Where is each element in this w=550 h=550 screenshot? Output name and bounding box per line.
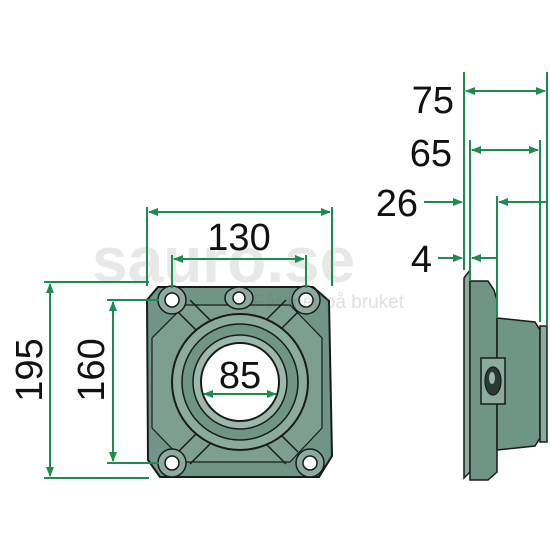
grease-nipple-icon xyxy=(224,286,254,310)
bore-label: 85 xyxy=(219,355,261,397)
side-view xyxy=(463,267,548,481)
watermark-tagline: Får mer på bruket xyxy=(253,292,405,313)
side-port-icon xyxy=(480,357,506,405)
front-view xyxy=(145,285,334,478)
bore-hole xyxy=(200,342,280,422)
bolt-hole-bottom-left xyxy=(157,448,187,478)
height-label: 195 xyxy=(9,338,51,401)
width-label: 130 xyxy=(207,217,270,259)
bolt-hole-top-left xyxy=(157,285,187,315)
watermark: sauro.se Får mer på bruket xyxy=(92,224,405,313)
bolt-spacing-label: 160 xyxy=(71,338,113,401)
bolt-hole-bottom-right xyxy=(295,448,325,478)
side-collar xyxy=(539,325,548,443)
dimension-lines xyxy=(44,72,548,479)
total-depth-label: 75 xyxy=(412,80,454,122)
bolt-hole-top-right xyxy=(291,285,321,315)
flange-thickness-label: 4 xyxy=(411,239,432,281)
body-depth-label: 65 xyxy=(410,133,452,175)
side-flange xyxy=(463,267,471,480)
offset-label: 26 xyxy=(376,183,418,225)
